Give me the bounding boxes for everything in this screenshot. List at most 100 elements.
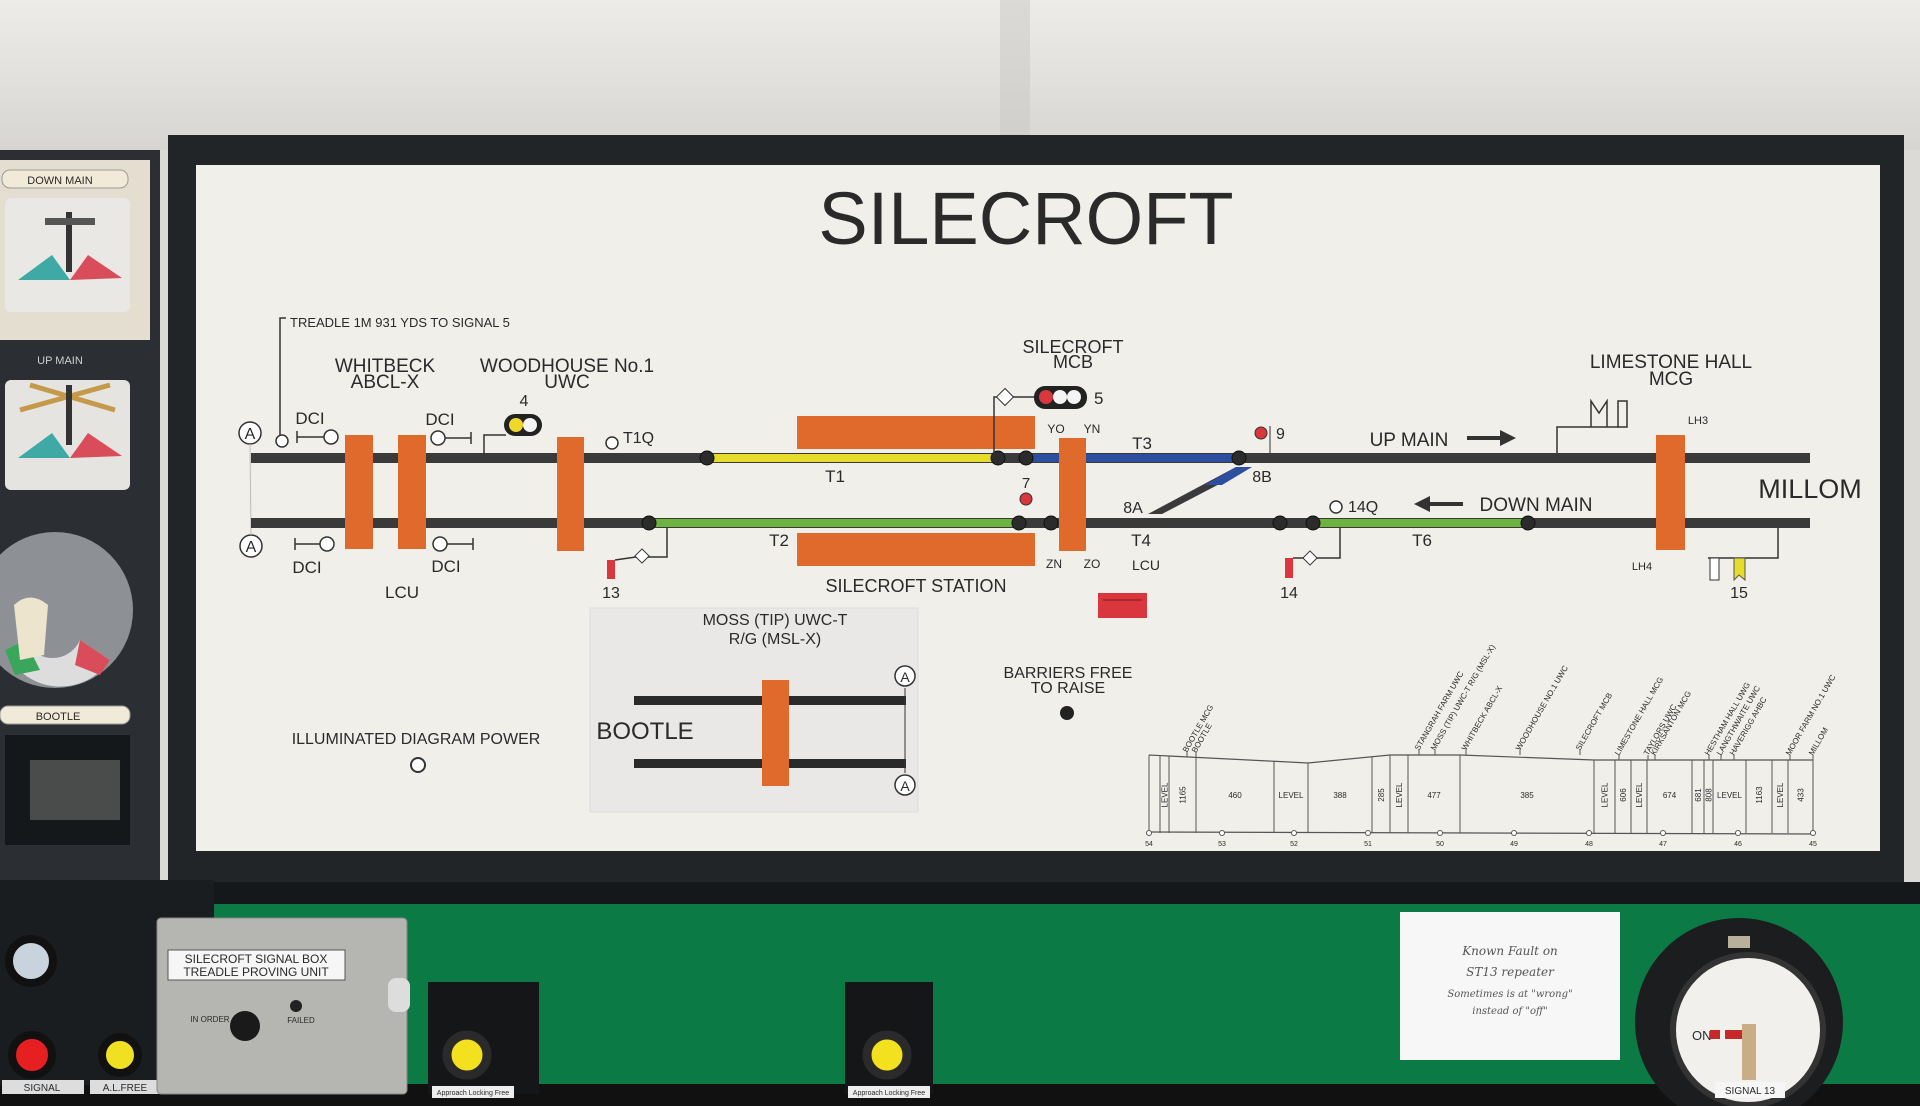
up-main-label: UP MAIN [1370, 430, 1449, 451]
svg-text:Approach Locking Free: Approach Locking Free [437, 1090, 509, 1097]
track-joint [1272, 515, 1288, 531]
gradient-value: LEVEL [1776, 782, 1785, 807]
down-main-track [251, 518, 1810, 528]
treadle-note: TREADLE 1M 931 YDS TO SIGNAL 5 [290, 315, 510, 330]
dci-label: DCI [295, 409, 324, 428]
milepost-label: 53 [1218, 841, 1226, 848]
diagram-board [196, 165, 1880, 851]
svg-text:IN ORDER: IN ORDER [190, 1015, 229, 1024]
al-free-label: A.L.FREE [103, 1083, 148, 1094]
gradient-value: 433 [1797, 788, 1806, 802]
platform-down [797, 533, 1035, 566]
signal-14-label: 14 [1280, 585, 1298, 602]
milepost-marker [1146, 830, 1152, 836]
signal-13-label: 13 [602, 585, 620, 602]
limestone-type: MCG [1649, 369, 1693, 390]
dci-label: DCI [431, 557, 460, 576]
signal-15-label: 15 [1730, 585, 1748, 602]
milepost-marker [1660, 830, 1666, 836]
svg-text:Approach Locking Free: Approach Locking Free [853, 1090, 925, 1097]
indicator-lamp-white [5, 935, 57, 987]
treadle-icon [275, 434, 289, 448]
t1q-label: T1Q [623, 430, 654, 447]
svg-text:SILECROFT SIGNAL BOX: SILECROFT SIGNAL BOX [185, 952, 328, 966]
signal-lamp-red [8, 1031, 56, 1079]
dci-indicators [294, 429, 474, 552]
svg-text:TREADLE PROVING UNIT: TREADLE PROVING UNIT [183, 965, 329, 979]
milepost-marker [1219, 830, 1225, 836]
barriers-label: TO RAISE [1031, 680, 1105, 697]
lh4-label: LH4 [1632, 561, 1652, 573]
treadle-selector-knob[interactable] [230, 1011, 260, 1041]
gradient-value: 477 [1427, 791, 1441, 800]
gradient-value: LEVEL [1635, 782, 1644, 807]
signal-14 [1285, 558, 1293, 578]
yn-label: YN [1084, 422, 1101, 436]
svg-text:instead of "off": instead of "off" [1472, 1006, 1547, 1017]
barriers-free-button[interactable] [1060, 706, 1074, 720]
al-free-lamp [98, 1033, 142, 1077]
signal-lamp-label: SIGNAL [24, 1083, 61, 1094]
signal-9-label: 9 [1276, 426, 1285, 443]
commutator-handle[interactable] [14, 597, 48, 661]
a-marker-up: A [238, 421, 262, 445]
gradient-value: 388 [1333, 791, 1347, 800]
diagram-title: SILECROFT [818, 177, 1233, 260]
signal-13-repeater-gauge: ON SIGNAL 13 [1635, 918, 1843, 1106]
lh3-label: LH3 [1688, 415, 1708, 427]
svg-text:ON: ON [1692, 1028, 1712, 1043]
arrow-right-icon [1467, 430, 1516, 446]
points-8a-label: 8A [1123, 500, 1143, 517]
svg-text:Known Fault on: Known Fault on [1461, 944, 1558, 958]
track-joints [641, 450, 1536, 531]
track-circuit-t3 [1026, 454, 1239, 462]
milepost-marker [1735, 830, 1741, 836]
signal-13 [607, 560, 615, 579]
milepost-label: 52 [1290, 841, 1298, 848]
milepost-marker [1437, 830, 1443, 836]
milepost-marker [1511, 830, 1517, 836]
track-label-t1: T1 [825, 467, 845, 486]
whitbeck-type: ABCL-X [351, 372, 420, 393]
gradient-value: 385 [1520, 791, 1534, 800]
zn-label: ZN [1046, 557, 1062, 571]
track-joint [1231, 450, 1247, 466]
track-joint [1043, 515, 1059, 531]
approach-locking-lamp-2: Approach Locking Free [845, 982, 933, 1098]
track-joint [699, 450, 715, 466]
track-joint [1305, 515, 1321, 531]
down-main-plate: DOWN MAIN [27, 175, 92, 187]
approach-locking-lamp-1: Approach Locking Free [428, 982, 539, 1098]
treadle-t1q-icon [605, 436, 619, 450]
track-label-t6: T6 [1412, 531, 1432, 550]
gradient-value: LEVEL [1279, 791, 1304, 800]
gradient-value: 674 [1663, 791, 1677, 800]
zo-label: ZO [1084, 557, 1101, 571]
svg-text:MOSS (TIP) UWC-T: MOSS (TIP) UWC-T [703, 612, 848, 629]
gradient-value: 681 [1694, 788, 1703, 802]
millom-label: MILLOM [1758, 474, 1862, 504]
treadle-14q-icon [1329, 500, 1343, 514]
signal-5-label: 5 [1094, 389, 1103, 408]
svg-text:ST13 repeater: ST13 repeater [1466, 965, 1555, 979]
signal-4-label: 4 [520, 393, 529, 410]
red-indicator [1098, 593, 1147, 618]
milepost-marker [1365, 830, 1371, 836]
track-label-t3: T3 [1132, 434, 1152, 453]
treadle-proving-unit: SILECROFT SIGNAL BOX TREADLE PROVING UNI… [156, 917, 410, 1095]
level-crossings [345, 435, 1685, 551]
track-label-t2: T2 [769, 531, 789, 550]
svg-text:A: A [246, 539, 257, 556]
arrow-left-icon [1414, 496, 1463, 512]
signal-9 [1254, 426, 1268, 440]
platform-up [797, 416, 1035, 449]
lcu-label: LCU [385, 583, 419, 602]
block-instruments: DOWN MAIN UP MAIN BOOTLE [0, 150, 160, 880]
dci-label: DCI [292, 558, 321, 577]
track-circuit-t6 [1313, 519, 1528, 527]
gradient-value: 1163 [1755, 786, 1764, 804]
down-main-label: DOWN MAIN [1480, 495, 1593, 516]
milepost-label: 45 [1809, 841, 1817, 848]
track-joint [990, 450, 1006, 466]
svg-text:A: A [245, 426, 256, 443]
